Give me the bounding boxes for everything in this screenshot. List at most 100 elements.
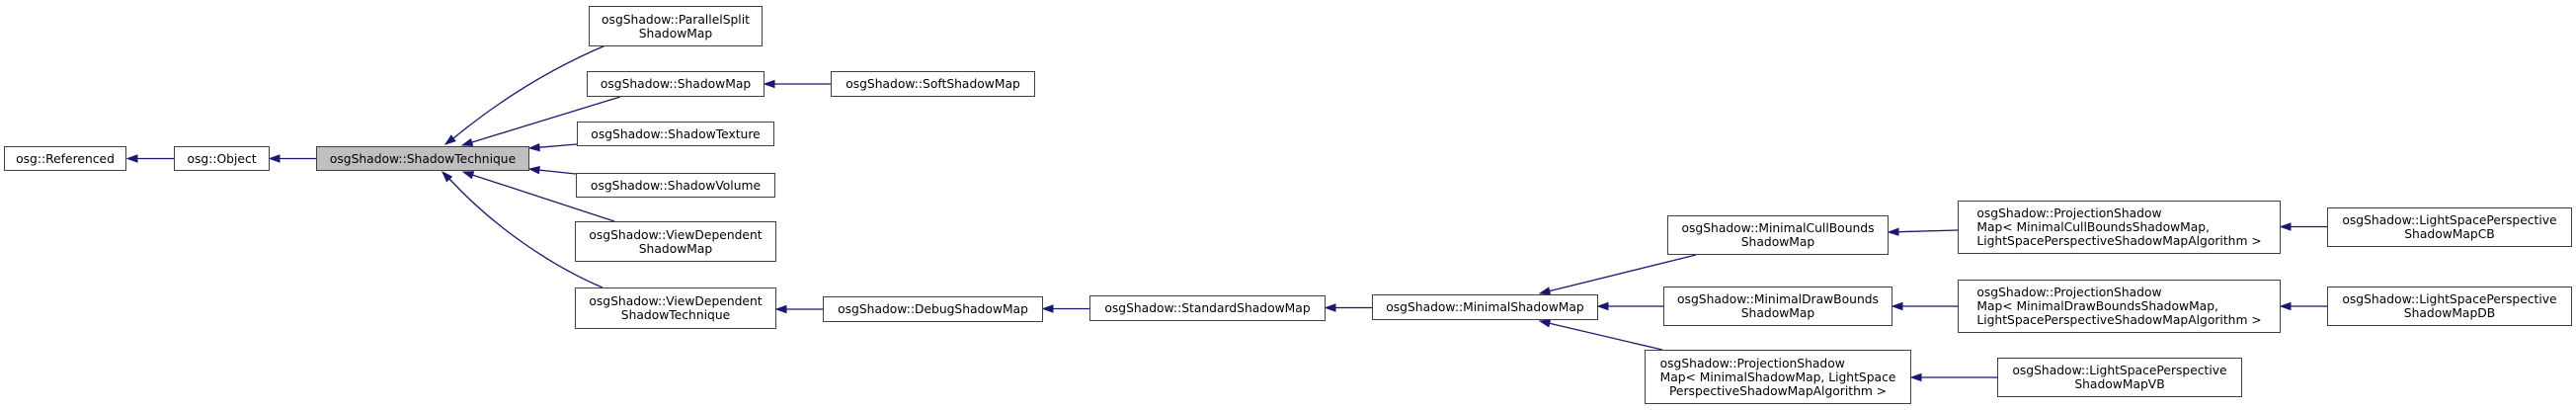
label-line: osgShadow::MinimalShadowMap (1386, 300, 1584, 314)
edge-parallelsplit-to-shadowtechnique (443, 44, 606, 145)
class-node-label: osgShadow::ProjectionShadow Map< Minimal… (1660, 357, 1896, 398)
class-node-osg-object[interactable]: osg::Object (174, 146, 270, 171)
arrowhead-icon (2279, 222, 2292, 231)
class-node-label: osgShadow::ShadowVolume (591, 179, 761, 193)
label-line: osgShadow::MinimalCullBounds (1681, 221, 1875, 235)
class-node-shadowtexture[interactable]: osgShadow::ShadowTexture (577, 122, 774, 146)
label-line: osgShadow::SoftShadowMap (845, 77, 1020, 91)
arrowhead-icon (763, 79, 775, 89)
class-node-shadowtechnique-current: osgShadow::ShadowTechnique (316, 146, 529, 171)
class-node-shadowvolume[interactable]: osgShadow::ShadowVolume (576, 173, 775, 198)
edge-viewdependenttechnique-to-shadowtechnique (441, 170, 604, 288)
class-node-label: osgShadow::SoftShadowMap (845, 77, 1020, 91)
class-node-label: osg::Referenced (16, 152, 115, 166)
edge-minimalcullbounds-to-minimalshadowmap (1538, 254, 1697, 295)
label-line: osg::Referenced (16, 151, 115, 166)
label-line: osg::Object (187, 151, 257, 166)
class-node-osg-referenced[interactable]: osg::Referenced (4, 146, 126, 171)
class-node-shadowmap[interactable]: osgShadow::ShadowMap (587, 71, 765, 97)
class-node-label: osgShadow::ProjectionShadow Map< Minimal… (1976, 206, 2261, 248)
arrowhead-icon (1538, 287, 1552, 295)
arrowhead-icon (461, 171, 475, 180)
edge-projectionminimal-to-minimalshadowmap (1538, 319, 1663, 351)
class-node-label: osgShadow::ShadowTechnique (330, 152, 516, 166)
class-node-label: osgShadow::LightSpacePerspective ShadowM… (2012, 364, 2226, 391)
label-line: ShadowMapVB (2074, 377, 2165, 391)
class-node-lightspaceperspectiveshadowmapvb[interactable]: osgShadow::LightSpacePerspective ShadowM… (1997, 358, 2242, 397)
class-node-label: osgShadow::MinimalShadowMap (1386, 300, 1584, 314)
label-line: LightSpacePerspectiveShadowMapAlgorithm … (1976, 234, 2262, 248)
edge-lspsmdb-to-projectiondb (2279, 301, 2327, 311)
class-node-projectionshadowmap-drawbounds[interactable]: osgShadow::ProjectionShadow Map< Minimal… (1958, 280, 2281, 333)
edge-shadowtechnique-to-object (268, 154, 316, 163)
label-line: osgShadow::LightSpacePerspective (2342, 292, 2557, 306)
class-node-viewdependentshadowmap[interactable]: osgShadow::ViewDependent ShadowMap (575, 221, 776, 262)
class-node-projectionshadowmap-minimal[interactable]: osgShadow::ProjectionShadow Map< Minimal… (1645, 350, 1911, 404)
class-node-label: osgShadow::ShadowTexture (591, 127, 760, 141)
class-node-projectionshadowmap-cullbounds[interactable]: osgShadow::ProjectionShadow Map< Minimal… (1958, 201, 2281, 254)
label-line: PerspectiveShadowMapAlgorithm > (1668, 383, 1888, 398)
label-line: osgShadow::MinimalDrawBounds (1677, 292, 1879, 306)
arrowhead-icon (1909, 372, 1922, 382)
label-line: osgShadow::ProjectionShadow (1976, 206, 2162, 220)
class-node-minimalshadowmap[interactable]: osgShadow::MinimalShadowMap (1372, 294, 1598, 320)
label-line: osgShadow::ShadowTexture (591, 126, 761, 141)
label-line: LightSpacePerspectiveShadowMapAlgorithm … (1976, 313, 2262, 327)
edge-projectioncb-to-minimalcullbounds (1887, 227, 1959, 236)
edge-viewdependentshadowmap-to-shadowtechnique (461, 171, 615, 222)
label-line: ShadowMapDB (2403, 306, 2496, 320)
arrowhead-icon (441, 170, 453, 183)
label-line: ShadowMap (1740, 235, 1815, 249)
label-line: ShadowMap (638, 26, 713, 41)
label-line: osgShadow::ShadowVolume (590, 178, 762, 193)
label-line: Map< MinimalCullBoundsShadowMap, (1976, 220, 2211, 234)
label-line: ShadowTechnique (620, 308, 731, 322)
label-line: osgShadow::DebugShadowMap (838, 302, 1028, 316)
edge-projectiondb-to-minimaldrawbounds (1891, 301, 1958, 311)
edge-shadowvolume-to-shadowtechnique (527, 165, 577, 175)
arrowhead-icon (2279, 301, 2292, 311)
class-node-parallelsplitshadowmap[interactable]: osgShadow::ParallelSplit ShadowMap (589, 6, 763, 46)
class-node-label: osgShadow::ViewDependent ShadowTechnique (589, 294, 762, 322)
class-node-minimalcullboundsshadowmap[interactable]: osgShadow::MinimalCullBounds ShadowMap (1667, 215, 1889, 255)
class-node-minimaldrawboundsshadowmap[interactable]: osgShadow::MinimalDrawBounds ShadowMap (1663, 287, 1892, 326)
edge-standardshadowmap-to-debugshadowmap (1041, 304, 1089, 313)
edge-lspsmvb-to-projectionminimal (1909, 372, 1997, 382)
edge-shadowtexture-to-shadowtechnique (527, 142, 578, 152)
arrowhead-icon (527, 142, 540, 152)
edge-debugshadowmap-to-viewdependenttechnique (774, 304, 823, 314)
arrowhead-icon (1887, 227, 1899, 236)
class-node-label: osgShadow::LightSpacePerspective ShadowM… (2342, 213, 2556, 241)
label-line: ShadowMap (638, 241, 713, 256)
label-line: ShadowMap (1740, 306, 1815, 320)
label-line: ShadowMapCB (2404, 227, 2495, 241)
label-line: osgShadow::LightSpacePerspective (2342, 213, 2557, 227)
label-line: osgShadow::ParallelSplit (602, 12, 750, 27)
class-node-label: osgShadow::MinimalCullBounds ShadowMap (1681, 221, 1874, 249)
arrowhead-icon (1538, 319, 1552, 328)
edge-object-to-referenced (125, 154, 174, 163)
edge-minimalshadowmap-to-standardshadowmap (1324, 303, 1372, 312)
arrowhead-icon (1596, 301, 1609, 311)
class-node-label: osgShadow::StandardShadowMap (1104, 301, 1310, 315)
label-line: osgShadow::ShadowMap (600, 77, 752, 91)
arrowhead-icon (1891, 301, 1903, 311)
label-line: Map< MinimalDrawBoundsShadowMap, (1976, 299, 2218, 313)
class-node-label: osgShadow::ShadowMap (601, 77, 751, 91)
arrowhead-icon (527, 165, 540, 175)
arrowhead-icon (1041, 304, 1054, 313)
class-node-debugshadowmap[interactable]: osgShadow::DebugShadowMap (823, 296, 1043, 322)
class-node-standardshadowmap[interactable]: osgShadow::StandardShadowMap (1089, 295, 1326, 321)
arrowhead-icon (774, 304, 787, 314)
class-node-lightspaceperspectiveshadowmapdb[interactable]: osgShadow::LightSpacePerspective ShadowM… (2327, 287, 2572, 326)
arrowhead-icon (268, 154, 281, 163)
class-node-lightspaceperspectiveshadowmapcb[interactable]: osgShadow::LightSpacePerspective ShadowM… (2327, 207, 2572, 247)
label-line: osgShadow::LightSpacePerspective (2012, 364, 2227, 377)
class-node-viewdependentshadowtechnique[interactable]: osgShadow::ViewDependent ShadowTechnique (575, 287, 776, 329)
label-line: osgShadow::ProjectionShadow (1976, 286, 2162, 299)
edge-minimaldrawbounds-to-minimalshadowmap (1596, 301, 1663, 311)
class-node-label: osgShadow::DebugShadowMap (838, 302, 1028, 316)
label-line: osgShadow::ProjectionShadow (1659, 356, 1845, 370)
class-node-softshadowmap[interactable]: osgShadow::SoftShadowMap (831, 71, 1035, 97)
